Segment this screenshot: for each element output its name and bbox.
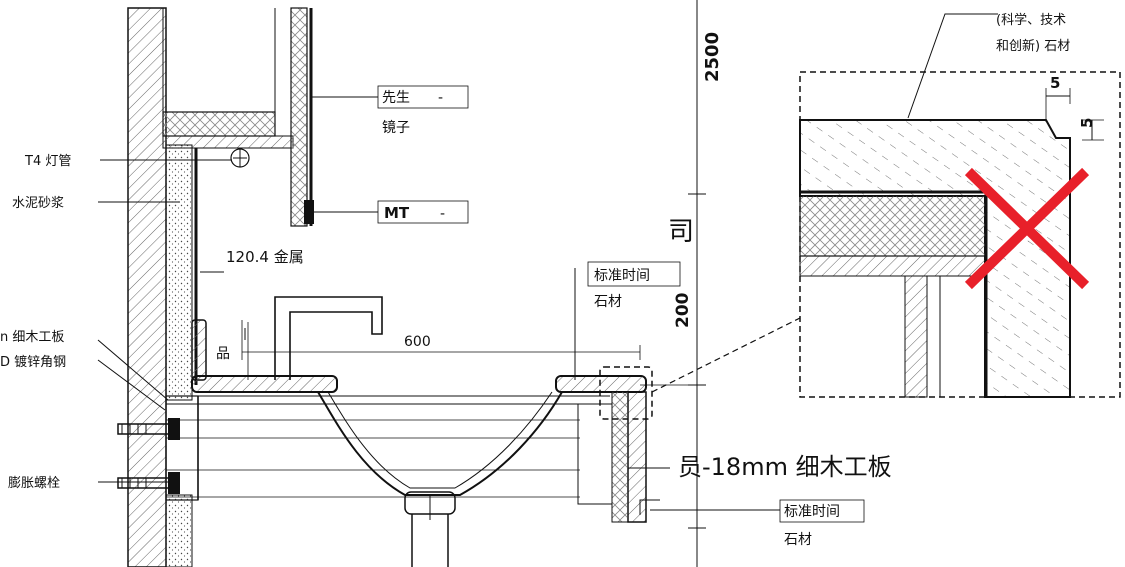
label-galv-angle: D 镀锌角钢 [0,354,66,370]
basin [317,391,563,567]
expansion-bolts [117,418,180,494]
dim-detail-offset-v: 5 [1078,118,1096,128]
detail-callout-marker [599,366,653,420]
bolt-lower [117,472,180,494]
label-stone-std-bottom-line1: 标准时间 [784,504,840,520]
label-product: 品 [216,346,230,362]
bolt-upper [117,418,180,440]
faucet [274,296,383,380]
label-mt-tag: - [440,206,445,222]
dimension-lines [241,0,706,567]
label-company: 司 [668,217,694,247]
label-stone-std-bottom-line2: 石材 [784,532,812,548]
label-mt: MT [384,204,410,222]
dim-detail-offset-h: 5 [1050,74,1060,92]
label-detail-stone-line2: 和创新) 石材 [996,38,1070,54]
label-mirror-line2: 镜子 [382,120,410,136]
vanity-counter [165,319,647,523]
label-mirror-tag: - [438,90,443,106]
dim-basin-width: 600 [404,334,431,350]
label-metal: 120.4 金属 [226,248,304,266]
label-expansion-bolt: 膨胀螺栓 [8,476,60,491]
label-detail-stone-line1: (科学、技术 [996,12,1066,28]
label-stone-std-top-line2: 石材 [594,294,622,310]
label-mirror-line1: 先生 [382,90,410,106]
detail-callout-connector [651,317,801,393]
label-stone-std-top-line1: 标准时间 [594,268,650,284]
label-blockboard-18: 员-18mm 细木工板 [678,453,892,481]
label-cement-mortar: 水泥砂浆 [12,196,64,211]
dim-height-upper: 2500 [702,32,723,82]
wall-section [127,7,198,567]
label-blockboard-left: n 细木工板 [0,330,64,345]
detail-view [799,13,1121,398]
error-cross-icon [964,167,1090,290]
dim-height-lower: 200 [673,292,693,328]
label-t4-lamp: T4 灯管 [24,154,71,169]
mirror-assembly [162,7,314,227]
